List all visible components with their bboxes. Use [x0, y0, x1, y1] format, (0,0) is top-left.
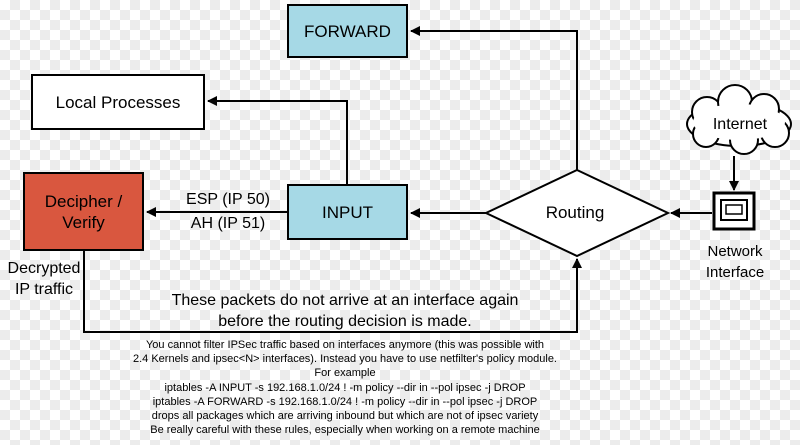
edge-routing-to-forward [410, 26, 578, 170]
local-processes-box: Local Processes [31, 74, 205, 130]
footnote-line: You cannot filter IPSec traffic based on… [145, 339, 545, 351]
local-processes-label: Local Processes [55, 92, 181, 112]
esp-label: ESP (IP 50) [186, 191, 270, 208]
decrypted-traffic-label: Decrypted IP traffic [0, 258, 88, 300]
footnote: You cannot filter IPSec traffic based on… [90, 338, 600, 437]
internet-cloud-icon [686, 84, 792, 155]
network-interface-label: Network Interface [690, 241, 780, 283]
decrypted-label-line2: IP traffic [14, 281, 74, 298]
decipher-label-line1: Decipher / [44, 191, 123, 211]
footnote-line: iptables -A INPUT -s 192.168.1.0/24 ! -m… [164, 381, 526, 394]
edge-decipher-to-routing [83, 251, 582, 333]
network-interface-icon [712, 191, 756, 231]
footnote-line: iptables -A FORWARD -s 192.168.1.0/24 ! … [152, 395, 538, 408]
routing-note-line2: before the routing decision is made. [218, 313, 472, 330]
network-interface-label-line2: Interface [705, 264, 765, 281]
routing-label: Routing [545, 203, 605, 222]
routing-note: These packets do not arrive at an interf… [120, 290, 570, 332]
routing-diamond [483, 168, 671, 258]
input-label: INPUT [322, 202, 373, 222]
routing-note-line1: These packets do not arrive at an interf… [171, 292, 519, 309]
footnote-line: 2.4 Kernels and ipsec<N> interfaces). In… [132, 353, 557, 366]
footnote-line: drops all packages which are arriving in… [151, 410, 539, 423]
footnote-line: For example [314, 367, 376, 380]
input-box: INPUT [287, 184, 408, 240]
edge-input-to-local [207, 96, 348, 184]
decrypted-label-line1: Decrypted [7, 260, 81, 277]
network-interface-label-line1: Network [707, 243, 763, 260]
forward-box: FORWARD [287, 4, 408, 58]
forward-label: FORWARD [304, 21, 391, 41]
internet-label: Internet [712, 116, 768, 133]
footnote-line: Be really careful with these rules, espe… [150, 424, 540, 437]
decipher-label-line2: Verify [62, 212, 105, 232]
ah-label: AH (IP 51) [190, 215, 266, 232]
decipher-verify-box: Decipher / Verify [23, 172, 144, 251]
